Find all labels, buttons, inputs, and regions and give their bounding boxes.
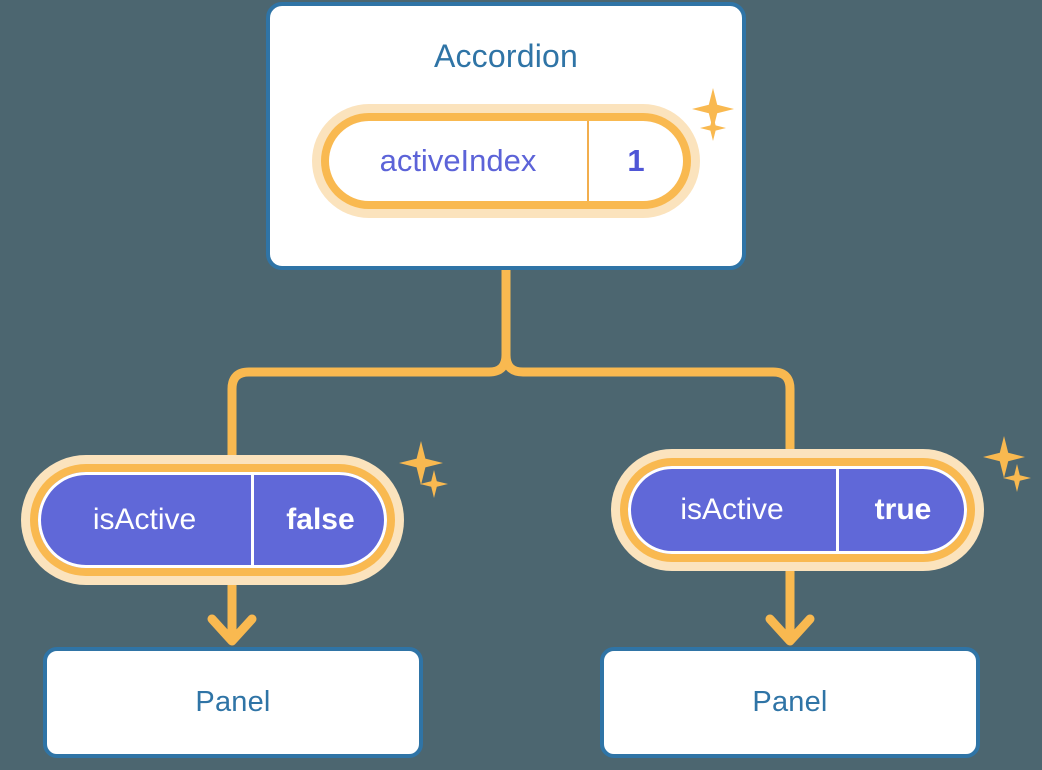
connector-root-branch: [227, 265, 511, 469]
connector-left-arrow-head: [207, 614, 257, 646]
sparkle-left-small-icon: [420, 470, 448, 498]
sparkle-left-large-icon: [399, 441, 443, 485]
sparkle-right-small-icon: [1003, 464, 1031, 492]
state-value-label: 1: [587, 121, 683, 201]
state-pill-inner: isActive true: [628, 466, 967, 554]
state-key-label: isActive: [92, 503, 197, 536]
state-pill-is-active-left[interactable]: isActive false: [21, 455, 404, 585]
state-value-label: false: [251, 472, 387, 568]
state-pill-inner: activeIndex 1: [329, 121, 683, 201]
component-card-panel-right[interactable]: Panel: [600, 647, 980, 758]
connector-root-branch-right: [501, 265, 795, 463]
state-pill-inner: isActive false: [38, 472, 387, 568]
state-pill-is-active-right[interactable]: isActive true: [611, 449, 984, 571]
state-key-label: isActive: [680, 493, 784, 526]
state-key-label: activeIndex: [379, 143, 537, 178]
state-value-label: true: [836, 466, 967, 554]
panel-title: Panel: [752, 686, 828, 718]
state-pill-active-index[interactable]: activeIndex 1: [312, 104, 700, 218]
panel-title: Panel: [195, 686, 271, 718]
page-title: Accordion: [433, 38, 579, 74]
component-card-panel-left[interactable]: Panel: [43, 647, 423, 758]
connector-right-arrow-head: [765, 614, 815, 646]
